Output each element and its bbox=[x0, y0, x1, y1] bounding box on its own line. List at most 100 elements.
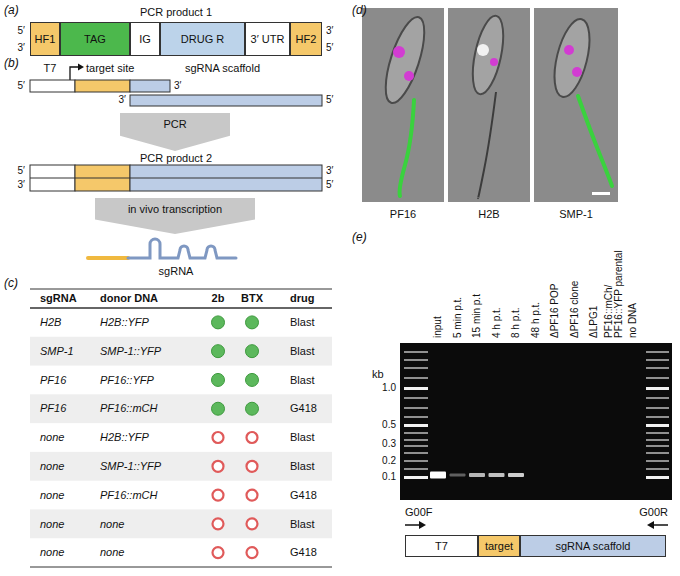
strand-end: 3′ bbox=[326, 165, 333, 177]
sgrna-molecule bbox=[128, 239, 236, 258]
size-marker: 1.0 bbox=[382, 382, 396, 394]
axis-unit: kb bbox=[372, 368, 384, 381]
table-cell: Blast bbox=[290, 345, 314, 358]
lane-label: ΔPF16 clone bbox=[570, 240, 580, 338]
result-circle bbox=[213, 461, 224, 472]
table-cell: none bbox=[40, 489, 64, 502]
table-cell: none bbox=[100, 518, 124, 531]
oligo-segment bbox=[130, 80, 170, 92]
gene-segment: DRUG R bbox=[160, 22, 245, 56]
result-circle bbox=[213, 490, 224, 501]
sgrna-molecule bbox=[88, 239, 236, 258]
gel-image bbox=[400, 343, 672, 500]
result-circle bbox=[246, 373, 259, 386]
table-cell: Blast bbox=[290, 518, 314, 531]
construct-title: PCR product 1 bbox=[140, 6, 212, 19]
table-header: drug bbox=[290, 292, 314, 305]
result-circle bbox=[212, 316, 225, 329]
lane-label: ΔPF16 POP bbox=[550, 240, 560, 338]
dna-segment bbox=[30, 178, 322, 179]
table-cell: none bbox=[100, 546, 124, 559]
gel-band bbox=[404, 387, 428, 390]
process-arrow: PCR bbox=[120, 113, 230, 151]
table-rule bbox=[30, 289, 332, 567]
image-label: H2B bbox=[478, 208, 499, 221]
strand-end: 5′ bbox=[326, 42, 333, 54]
panel-letter: (b) bbox=[4, 57, 19, 71]
micrograph bbox=[448, 8, 530, 202]
strand-end: 5′ bbox=[18, 80, 25, 92]
gel-band bbox=[404, 407, 428, 409]
micrograph bbox=[467, 13, 509, 97]
oligo-segment bbox=[75, 80, 130, 92]
table-cell: Blast bbox=[290, 431, 314, 444]
size-marker: 0.1 bbox=[382, 471, 396, 483]
table-cell: H2B bbox=[40, 316, 61, 329]
strand-end: 3′ bbox=[174, 80, 181, 92]
table-stripe bbox=[30, 337, 332, 366]
lane-label: 48 h p.t. bbox=[531, 240, 541, 338]
result-circle bbox=[213, 547, 224, 558]
promoter-label: T7 bbox=[44, 62, 57, 75]
micrograph bbox=[572, 67, 582, 77]
table-cell: G418 bbox=[290, 402, 317, 415]
gel-band bbox=[404, 476, 428, 479]
table-rule bbox=[30, 567, 332, 568]
image-label: PF16 bbox=[390, 208, 416, 221]
table-cell: PF16 bbox=[40, 374, 66, 387]
result-circle bbox=[247, 518, 258, 529]
table-stripe bbox=[30, 452, 332, 481]
primer-arrow bbox=[405, 521, 668, 529]
gel-band bbox=[404, 424, 428, 427]
lane-label: PF16::mCh/ PF16::YFP parental bbox=[604, 240, 624, 338]
table-cell: H2B::YFP bbox=[100, 316, 149, 329]
gel-band bbox=[404, 351, 669, 479]
lane-label: 15 min p.t bbox=[472, 240, 482, 338]
construct-segment: sgRNA scaffold bbox=[520, 535, 666, 557]
table-cell: PF16::mCH bbox=[100, 489, 157, 502]
gel-band bbox=[489, 473, 505, 477]
micrograph bbox=[477, 44, 489, 56]
oligo-segment bbox=[130, 95, 322, 106]
dna-segment bbox=[30, 165, 322, 191]
strand-end: 3′ bbox=[18, 179, 25, 191]
gel-band bbox=[646, 476, 669, 479]
gene-segment: HF2 bbox=[290, 22, 322, 56]
result-circle bbox=[212, 402, 225, 415]
segment-label: HF2 bbox=[296, 33, 317, 45]
strand-end: 3′ bbox=[326, 25, 333, 37]
gel-band bbox=[404, 359, 428, 361]
micrograph bbox=[564, 45, 574, 55]
result-circle bbox=[247, 490, 258, 501]
sgrna-molecule bbox=[88, 256, 128, 260]
result-circle bbox=[247, 432, 258, 443]
strand-end: 5′ bbox=[326, 179, 333, 191]
segment-label: sgRNA scaffold bbox=[555, 540, 630, 552]
micrograph bbox=[534, 8, 618, 202]
gel-band bbox=[646, 452, 669, 454]
table-cell: SMP-1::YFP bbox=[100, 460, 161, 473]
table-cell: Blast bbox=[290, 460, 314, 473]
size-marker: 0.3 bbox=[382, 438, 396, 450]
primer-label: G00R bbox=[639, 506, 668, 519]
segment-label: IG bbox=[139, 33, 151, 45]
promoter-arrow bbox=[78, 64, 84, 71]
table-cell: none bbox=[40, 546, 64, 559]
segment-label: TAG bbox=[84, 33, 106, 45]
region-label: sgRNA scaffold bbox=[185, 62, 260, 75]
gel-band bbox=[646, 397, 669, 399]
table-cell: SMP-1 bbox=[40, 345, 74, 358]
result-circle bbox=[246, 402, 259, 415]
strand-end: 3′ bbox=[18, 42, 25, 54]
micrograph bbox=[393, 46, 405, 58]
gel-band bbox=[508, 473, 524, 477]
table-cell: Blast bbox=[290, 316, 314, 329]
region-label: target site bbox=[86, 62, 134, 75]
result-circle bbox=[247, 547, 258, 558]
gel-band bbox=[646, 407, 669, 409]
primer-arrow bbox=[419, 521, 426, 529]
strand-end: 5′ bbox=[18, 165, 25, 177]
micrograph bbox=[400, 100, 414, 196]
micrograph bbox=[404, 71, 414, 81]
gel-band bbox=[646, 377, 669, 379]
